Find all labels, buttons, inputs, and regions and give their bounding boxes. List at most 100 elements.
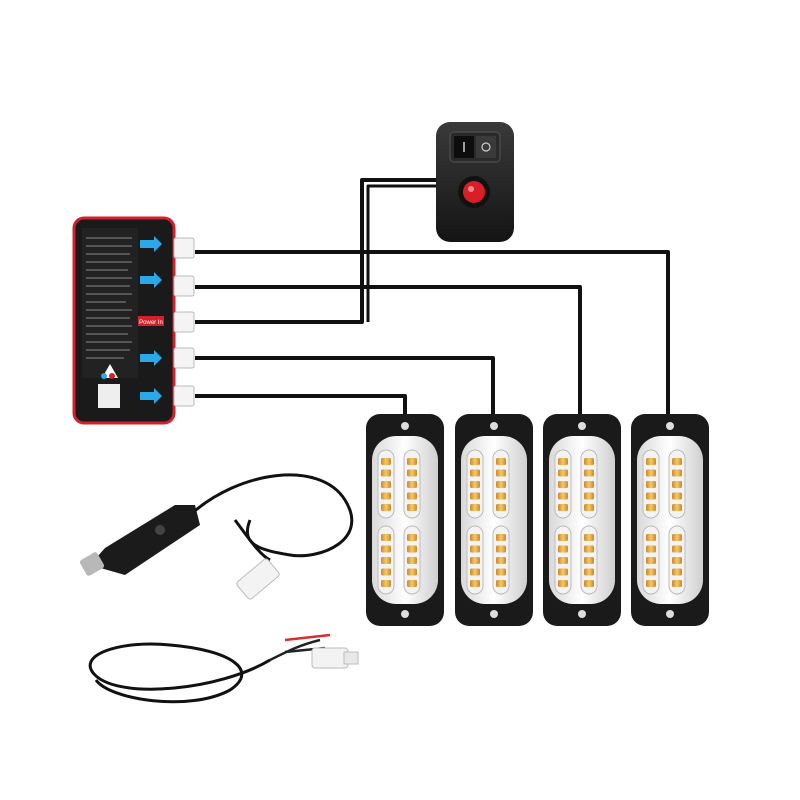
led-column [466,449,484,519]
led-column [554,525,572,595]
led-chip [672,492,682,500]
led-chip [584,545,594,553]
warning-icon [98,364,120,408]
led-column [377,525,395,595]
led-chip [470,580,480,587]
led-column [668,525,686,595]
controller-box: Power In [72,216,195,425]
led-chip [584,557,594,564]
led-chip [584,504,594,511]
led-chip [407,481,417,488]
power-lead-cable [88,633,359,704]
led-chip [407,458,417,465]
led-chip [470,534,480,541]
light-module [366,414,444,626]
led-chip [584,568,594,576]
wire-light-3 [195,285,582,418]
wire-light-2 [195,356,495,418]
led-chip [558,481,568,488]
led-column [668,449,686,519]
led-chip [558,568,568,576]
led-chip [584,492,594,500]
led-chip [672,568,682,576]
led-column [403,525,421,595]
led-chip [672,504,682,511]
led-chip [558,458,568,465]
led-chip [646,580,656,587]
wire-light-1 [195,394,407,418]
led-chip [558,492,568,500]
led-chip [496,580,506,587]
led-chip [496,545,506,553]
wire-switch [195,178,438,324]
led-chip [646,458,656,465]
led-chip [558,545,568,553]
led-chip [407,492,417,500]
light-module [455,414,533,626]
led-column [580,525,598,595]
led-chip [407,469,417,477]
led-chip [558,580,568,587]
led-chip [381,458,391,465]
led-chip [646,469,656,477]
led-chip [646,545,656,553]
controller-output-arrows [140,236,162,404]
led-chip [470,545,480,553]
led-chip [672,557,682,564]
led-chip [381,481,391,488]
led-column [377,449,395,519]
led-chip [407,580,417,587]
cigarette-plug-cable [79,473,354,600]
led-column [466,525,484,595]
arrow-icon [140,350,162,366]
led-chip [496,481,506,488]
led-column [403,449,421,519]
led-chip [407,504,417,511]
led-chip [381,534,391,541]
wire-switch-return [366,184,438,322]
led-column [492,525,510,595]
light-module [631,414,709,626]
led-chip [470,492,480,500]
led-chip [470,557,480,564]
light-modules [366,414,709,626]
led-chip [646,504,656,511]
led-chip [558,504,568,511]
cigarette-plug [90,505,200,575]
led-chip [646,492,656,500]
led-column [554,449,572,519]
led-chip [407,568,417,576]
led-chip [672,458,682,465]
led-chip [470,458,480,465]
led-chip [407,557,417,564]
led-chip [381,557,391,564]
arrow-icon [140,236,162,252]
led-chip [496,557,506,564]
led-chip [672,534,682,541]
led-chip [407,534,417,541]
led-chip [672,481,682,488]
led-chip [584,458,594,465]
led-chip [584,580,594,587]
cigarette-cable-connector [236,558,280,600]
led-chip [381,545,391,553]
led-chip [672,580,682,587]
power-in-badge [138,316,164,326]
plug-tip [79,552,105,576]
led-chip [558,534,568,541]
led-column [492,449,510,519]
switch-indicator [463,181,485,203]
led-column [642,449,660,519]
led-chip [381,504,391,511]
led-chip [496,534,506,541]
led-chip [672,469,682,477]
led-chip [558,469,568,477]
led-chip [496,568,506,576]
power-in-label: Power In [139,320,163,326]
led-chip [407,545,417,553]
arrow-icon [140,388,162,404]
led-chip [470,568,480,576]
red-lead [284,633,331,642]
led-chip [470,504,480,511]
